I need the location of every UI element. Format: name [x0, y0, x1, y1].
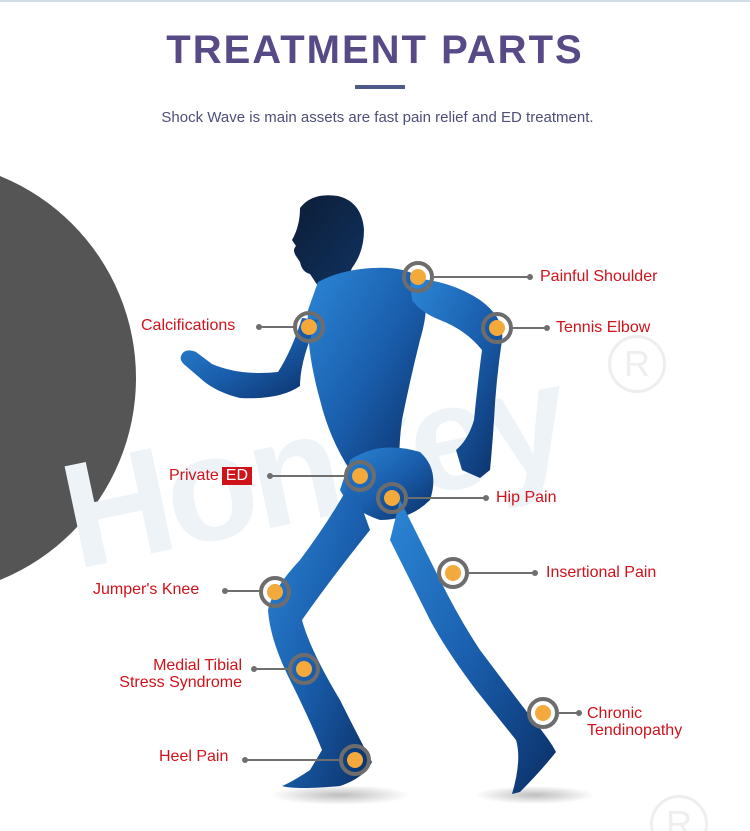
leader-line [408, 497, 484, 499]
leader-dot [532, 570, 538, 576]
hotspot-tennis-elbow[interactable] [481, 312, 513, 344]
leader-dot [251, 666, 257, 672]
leader-dot [483, 495, 489, 501]
label-insertional-pain: Insertional Pain [546, 564, 657, 581]
label-tennis-elbow: Tennis Elbow [556, 319, 651, 336]
page-subtitle: Shock Wave is main assets are fast pain … [161, 109, 594, 126]
leader-line [469, 572, 533, 574]
leader-dot [267, 473, 273, 479]
label-jumpers-knee: Jumper's Knee [93, 581, 200, 598]
hotspot-private-ed[interactable] [344, 460, 376, 492]
hotspot-medial-tibial[interactable] [288, 653, 320, 685]
label-hip-pain: Hip Pain [496, 489, 557, 506]
label-painful-shoulder: Painful Shoulder [540, 268, 658, 285]
title-underline [355, 85, 405, 89]
hotspot-jumpers-knee[interactable] [259, 576, 291, 608]
label-chronic-tendinopathy: Chronic Tendinopathy [587, 705, 682, 739]
leader-dot [527, 274, 533, 280]
hotspot-calcifications[interactable] [293, 311, 325, 343]
registered-mark-icon: R [608, 335, 666, 393]
leader-line [559, 712, 577, 714]
label-medial-tibial: Medial Tibial Stress Syndrome [100, 657, 242, 691]
leader-dot [576, 710, 582, 716]
hotspot-chronic-tendinopathy[interactable] [527, 697, 559, 729]
hotspot-heel-pain[interactable] [339, 744, 371, 776]
leader-dot [544, 325, 550, 331]
label-medial-tibial-line2: Stress Syndrome [119, 674, 242, 691]
leader-line [226, 590, 260, 592]
top-rule [0, 0, 750, 2]
page-title: TREATMENT PARTS [166, 28, 584, 72]
leader-line [513, 327, 545, 329]
leader-line [271, 475, 345, 477]
label-chronic-line2: Tendinopathy [587, 722, 683, 739]
label-private: Private [169, 467, 219, 484]
leader-line [246, 759, 340, 761]
label-medial-tibial-line1: Medial Tibial [153, 657, 242, 674]
leader-dot [242, 757, 248, 763]
leader-line [260, 326, 294, 328]
label-calcifications: Calcifications [141, 317, 236, 334]
leader-line [255, 668, 289, 670]
hotspot-hip-pain[interactable] [376, 482, 408, 514]
ed-badge: ED [221, 467, 253, 485]
hotspot-painful-shoulder[interactable] [402, 261, 434, 293]
label-heel-pain: Heel Pain [159, 748, 229, 765]
leader-line [434, 276, 528, 278]
hotspot-insertional-pain[interactable] [437, 557, 469, 589]
label-chronic-line1: Chronic [587, 705, 643, 722]
leader-dot [256, 324, 262, 330]
leader-dot [222, 588, 228, 594]
